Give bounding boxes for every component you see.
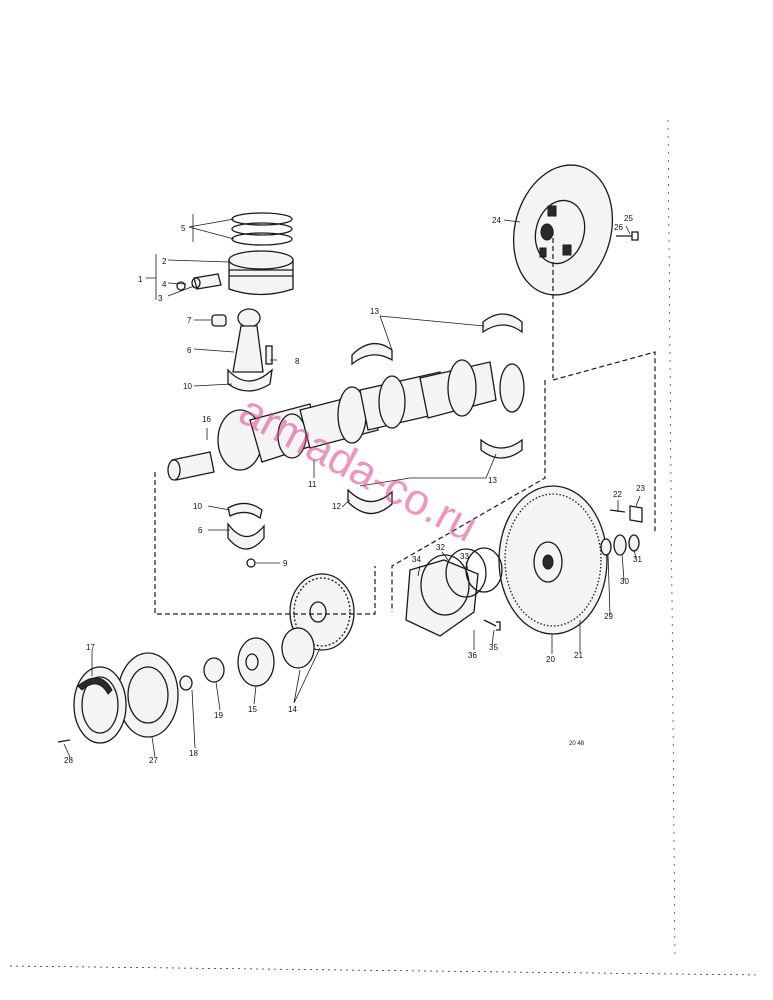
part-label-5: 5 xyxy=(181,224,186,233)
connecting-rod-cap xyxy=(227,502,265,568)
part-label-29: 29 xyxy=(604,612,613,621)
leader-lines xyxy=(63,214,641,758)
piston-pin xyxy=(191,273,222,290)
part-label-6: 6 xyxy=(187,346,192,355)
crankshaft-gear xyxy=(281,573,355,669)
part-label-27: 27 xyxy=(149,756,158,765)
part-label-22: 22 xyxy=(613,490,622,499)
clutch-disc xyxy=(512,164,614,296)
part-label-21: 21 xyxy=(574,651,583,660)
part-label-20: 20 xyxy=(546,655,555,664)
assembly-lines xyxy=(154,230,656,615)
crankshaft xyxy=(167,359,525,481)
flywheel xyxy=(498,485,608,635)
connecting-rod xyxy=(211,308,273,392)
part-label-2: 2 xyxy=(162,257,167,266)
piston xyxy=(228,250,294,296)
part-label-19: 19 xyxy=(214,711,223,720)
part-label-35: 35 xyxy=(489,643,498,652)
part-label-16: 16 xyxy=(202,415,211,424)
part-label-1: 1 xyxy=(138,275,143,284)
piston-rings xyxy=(231,212,293,246)
part-label-34: 34 xyxy=(412,555,421,564)
part-label-6-cap: 6 xyxy=(198,526,203,535)
part-label-36: 36 xyxy=(468,651,477,660)
circlip xyxy=(176,281,186,291)
part-label-4: 4 xyxy=(162,280,167,289)
part-label-17: 17 xyxy=(86,643,95,652)
part-label-10-cap: 10 xyxy=(193,502,202,511)
part-label-15: 15 xyxy=(248,705,257,714)
part-label-26: 26 xyxy=(614,223,623,232)
part-label-11: 11 xyxy=(308,480,317,489)
part-label-31: 31 xyxy=(633,555,642,564)
part-label-8: 8 xyxy=(295,357,300,366)
part-label-10: 10 xyxy=(183,382,192,391)
part-label-7: 7 xyxy=(187,316,192,325)
scan-edge-right xyxy=(667,119,676,961)
pulley-front xyxy=(57,666,127,744)
part-label-18: 18 xyxy=(189,749,198,758)
rear-seal-housing xyxy=(405,547,503,637)
scan-edge-bottom xyxy=(9,965,761,976)
main-bearing-shells xyxy=(347,313,523,515)
crankshaft-pulley xyxy=(117,652,179,738)
part-label-32: 32 xyxy=(436,543,445,552)
part-label-33: 33 xyxy=(460,552,469,561)
part-labels: 1 2 3 4 5 6 7 8 10 16 11 13 13 12 6 10 9… xyxy=(64,214,645,765)
part-label-9: 9 xyxy=(283,559,288,568)
flywheel-bolts xyxy=(600,505,643,556)
part-label-30: 30 xyxy=(620,577,629,586)
spacer xyxy=(179,657,225,691)
drawing-code: 20 48 xyxy=(569,741,585,747)
part-label-25: 25 xyxy=(624,214,633,223)
part-label-13-top: 13 xyxy=(370,307,379,316)
clutch-bolt xyxy=(616,231,639,241)
part-label-24: 24 xyxy=(492,216,501,225)
hub xyxy=(237,637,275,687)
part-label-14: 14 xyxy=(288,705,297,714)
part-label-28: 28 xyxy=(64,756,73,765)
part-label-12: 12 xyxy=(332,502,341,511)
part-label-23: 23 xyxy=(636,484,645,493)
part-label-3: 3 xyxy=(158,294,163,303)
part-label-13-bottom: 13 xyxy=(488,476,497,485)
